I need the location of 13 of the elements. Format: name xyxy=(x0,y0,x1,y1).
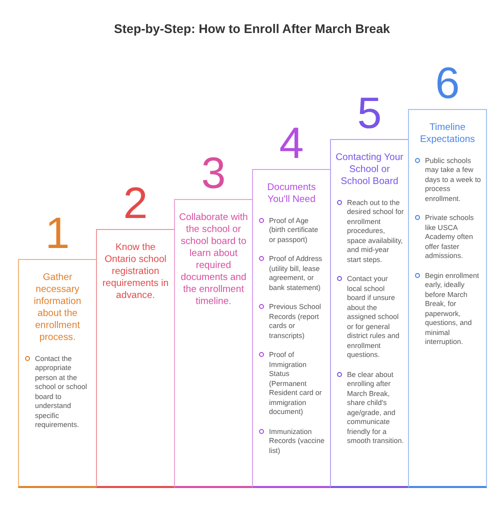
diagram-title: Step-by-Step: How to Enroll After March Break xyxy=(113,22,391,36)
step-heading: Contacting Your School or School Board xyxy=(334,152,404,188)
step-number: 1 xyxy=(45,212,70,256)
step-heading: Collaborate with the school or school board to learn about required documents and the enrollment timeline. xyxy=(178,212,249,308)
step-number: 5 xyxy=(357,92,382,136)
step-heading: Know the Ontario school registration requirements in advance. xyxy=(101,242,170,302)
step-number: 4 xyxy=(279,122,304,166)
step-number: 3 xyxy=(201,152,226,196)
step-heading: Timeline Expectations xyxy=(419,122,476,146)
step-number: 2 xyxy=(123,182,148,226)
step-heading: Documents You'll Need xyxy=(266,182,317,206)
step-number: 6 xyxy=(435,62,460,106)
step-heading: Gather necessary information about the enrollment process. xyxy=(32,272,82,344)
